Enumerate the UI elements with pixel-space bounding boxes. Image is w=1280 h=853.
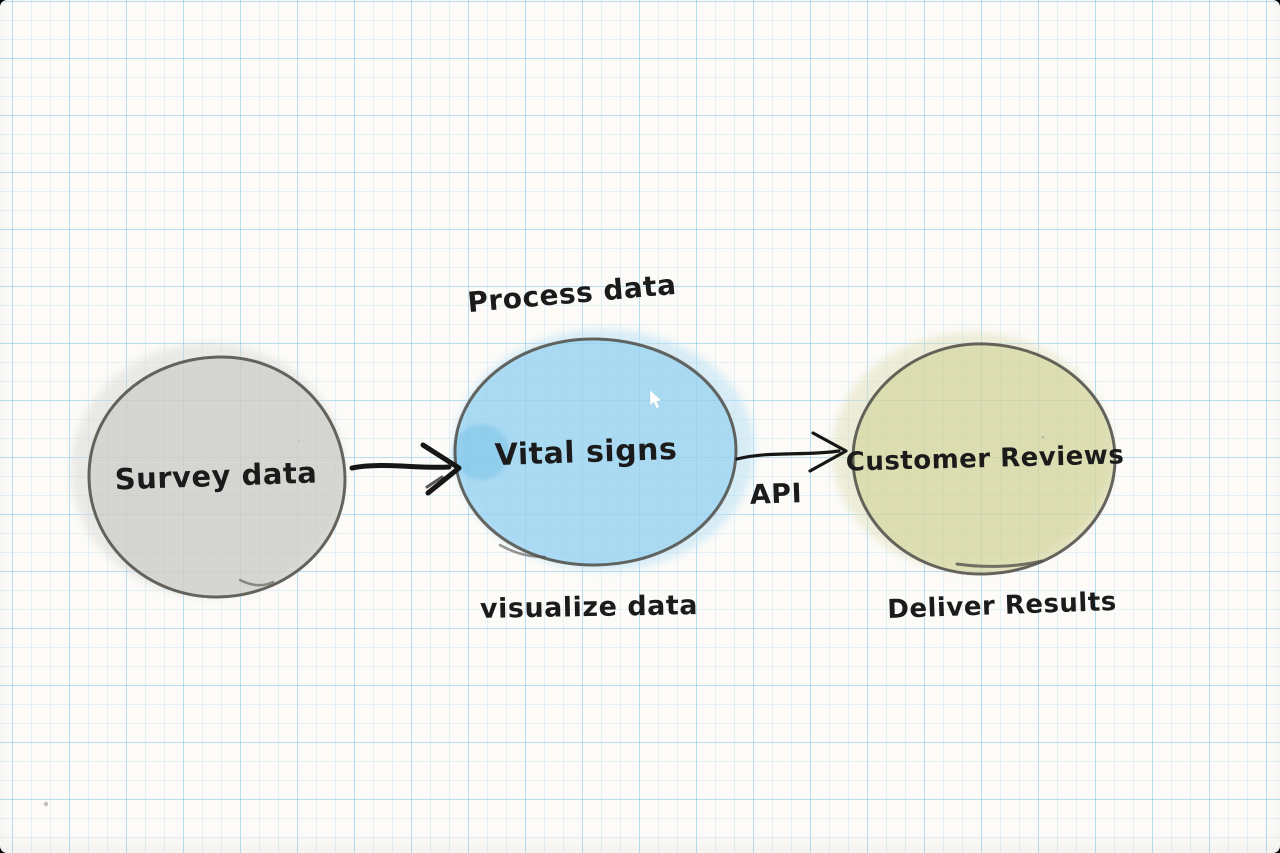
survey-node-outline <box>87 355 347 599</box>
customer-node-outline <box>851 342 1117 576</box>
annotation-visualize-data[interactable]: visualize data <box>480 590 698 625</box>
arrow-shaft <box>349 463 452 471</box>
node-label-customer-reviews[interactable]: Customer Reviews <box>845 440 1124 477</box>
node-vital-signs[interactable] <box>454 338 737 566</box>
edge-vitalsigns-to-customer[interactable] <box>735 431 848 473</box>
survey-node-outline-2 <box>88 356 346 599</box>
node-label-survey-data[interactable]: Survey data <box>114 455 318 496</box>
node-survey-data[interactable] <box>88 356 346 598</box>
arrow-head <box>420 442 462 496</box>
blue-paint-blob <box>453 424 509 480</box>
edge-survey-to-vitalsigns[interactable] <box>349 442 462 496</box>
customer-node-outline-2 <box>852 342 1116 575</box>
edge-label-api[interactable]: API <box>749 478 802 511</box>
node-label-vital-signs[interactable]: Vital signs <box>494 432 678 473</box>
arrow-head <box>808 431 848 473</box>
arrow-shaft <box>735 449 841 461</box>
survey-overlap-stroke <box>238 578 275 587</box>
paper-speck <box>297 439 301 443</box>
vitalsigns-node-outline-2 <box>454 337 737 566</box>
arrow-head-extra <box>425 475 444 489</box>
annotation-process-data[interactable]: Process data <box>466 268 678 319</box>
paper-speck <box>1041 435 1045 439</box>
paper-speck <box>43 801 49 807</box>
node-customer-reviews[interactable] <box>852 343 1115 575</box>
mouse-cursor-icon <box>649 389 663 409</box>
vitalsigns-overlap-stroke <box>498 543 547 559</box>
vitalsigns-node-outline <box>453 337 738 567</box>
customer-overlap-stroke <box>955 559 1044 568</box>
annotation-deliver-results[interactable]: Deliver Results <box>887 587 1117 625</box>
